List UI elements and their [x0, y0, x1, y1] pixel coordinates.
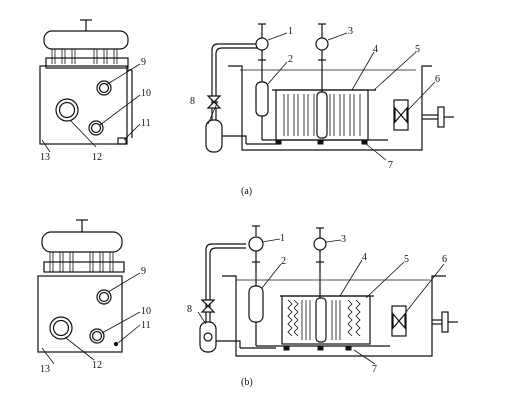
label-b-12: 12 [92, 360, 102, 371]
label-a-9: 9 [141, 57, 146, 68]
label-a-2: 2 [288, 54, 293, 65]
label-a-11: 11 [141, 118, 151, 129]
label-b-7: 7 [372, 364, 377, 375]
label-a-4: 4 [373, 44, 378, 55]
label-a-1: 1 [288, 26, 293, 37]
panel-a: 1 2 3 4 5 6 7 8 9 10 11 12 13 (a) [39, 19, 454, 197]
label-a-13: 13 [40, 152, 50, 163]
caption-a: (a) [241, 186, 252, 197]
apparatus-view-a [205, 23, 454, 161]
side-view-b [37, 219, 141, 365]
caption-b: (b) [241, 377, 253, 388]
panel-b: 1 2 3 4 5 6 7 8 9 10 11 12 13 (b) [37, 219, 458, 388]
labels-b: 1 2 3 4 5 6 7 8 9 10 11 12 13 [40, 233, 447, 375]
label-b-3: 3 [341, 234, 346, 245]
label-a-3: 3 [348, 26, 353, 37]
apparatus-view-b [197, 225, 458, 365]
label-b-2: 2 [281, 256, 286, 267]
labels-a: 1 2 3 4 5 6 7 8 9 10 11 12 13 [40, 26, 440, 171]
label-b-11: 11 [141, 320, 151, 331]
label-a-7: 7 [388, 160, 393, 171]
label-b-13: 13 [40, 364, 50, 375]
label-b-4: 4 [362, 252, 367, 263]
label-a-5: 5 [415, 44, 420, 55]
side-view-a [39, 19, 141, 153]
label-b-6: 6 [442, 254, 447, 265]
label-b-5: 5 [404, 254, 409, 265]
label-a-12: 12 [92, 152, 102, 163]
label-b-1: 1 [280, 233, 285, 244]
label-b-8: 8 [187, 304, 192, 315]
label-b-9: 9 [141, 266, 146, 277]
label-a-6: 6 [435, 74, 440, 85]
label-a-8: 8 [190, 96, 195, 107]
label-a-10: 10 [141, 88, 151, 99]
label-b-10: 10 [141, 306, 151, 317]
